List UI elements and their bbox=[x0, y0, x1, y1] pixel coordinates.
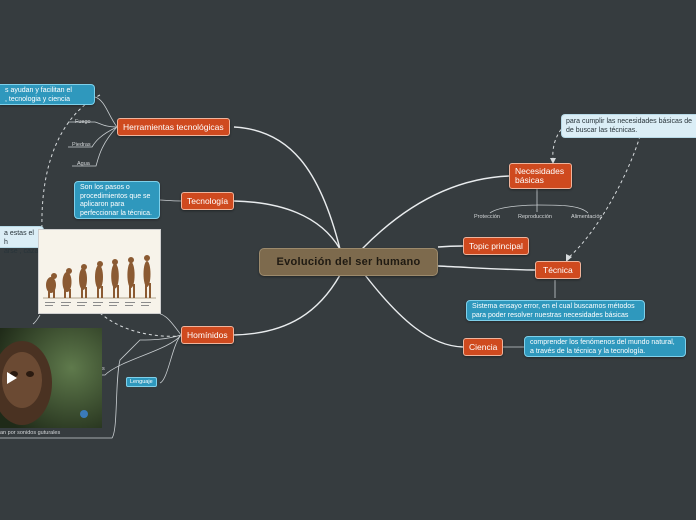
link-tecnica bbox=[437, 265, 536, 271]
subtopic-agua[interactable]: Agua bbox=[77, 161, 90, 167]
note-hominidos-line1: a estas el h bbox=[4, 230, 34, 246]
topic-tecnologia[interactable]: Tecnología bbox=[181, 192, 235, 210]
note-hominidos[interactable]: a estas el h arse , caza bbox=[0, 226, 44, 255]
topic-ciencia[interactable]: Ciencia bbox=[463, 338, 504, 356]
central-topic[interactable]: Evolución del ser humano bbox=[259, 248, 438, 276]
link-herramientas bbox=[233, 126, 341, 250]
topic-tecnica[interactable]: Técnica bbox=[535, 261, 581, 279]
note-ciencia[interactable]: comprender los fenómenos del mundo natur… bbox=[524, 336, 686, 357]
note-necesidades[interactable]: para cumplir las necesidades básicas de … bbox=[561, 114, 696, 138]
subtopic-reproduccion[interactable]: Reproducción bbox=[518, 214, 552, 220]
note-necesidades-line1: para cumplir las necesidades básicas de bbox=[566, 118, 692, 125]
note-necesidades-line2: de buscar las técnicas. bbox=[566, 127, 638, 134]
subtopic-partial[interactable]: s bbox=[102, 366, 105, 372]
hominid-video[interactable] bbox=[0, 328, 102, 428]
subtopic-fuego[interactable]: Fuego bbox=[75, 119, 91, 125]
subtopic-piedras[interactable]: Piedras bbox=[72, 142, 91, 148]
link-hominidos bbox=[232, 274, 341, 336]
link-necesidades bbox=[361, 175, 510, 250]
note-herramientas-line1: s ayudan y facilitan el bbox=[5, 87, 72, 94]
link-topic-principal bbox=[437, 245, 464, 248]
note-herramientas[interactable]: s ayudan y facilitan el , tecnologia y c… bbox=[0, 84, 95, 105]
human-evolution-image[interactable] bbox=[38, 229, 161, 314]
link-ciencia bbox=[364, 274, 464, 348]
topic-herramientas-tecnologicas[interactable]: Herramientas tecnológicas bbox=[117, 118, 230, 136]
link-tecnologia bbox=[233, 200, 341, 250]
note-hominidos-line2: arse , caza bbox=[4, 248, 39, 255]
subtopic-alimentacion[interactable]: Alimentación bbox=[571, 214, 603, 220]
note-tecnica[interactable]: Sistema ensayo error, en el cual buscamo… bbox=[466, 300, 645, 321]
subtopic-proteccion[interactable]: Protección bbox=[474, 214, 500, 220]
subtopic-lenguaje[interactable]: Lenguaje bbox=[126, 377, 157, 387]
note-tecnologia[interactable]: Son los pasos o procedimientos que se ap… bbox=[74, 181, 160, 219]
topic-hominidos[interactable]: Homínidos bbox=[181, 326, 234, 344]
note-herramientas-line2: , tecnologia y ciencia bbox=[5, 95, 70, 103]
topic-principal[interactable]: Topic principal bbox=[463, 237, 529, 255]
topic-necesidades-basicas[interactable]: Necesidades básicas bbox=[509, 163, 572, 189]
note-sonidos: an por sonidos guturales bbox=[0, 430, 61, 436]
play-icon[interactable] bbox=[6, 372, 18, 384]
